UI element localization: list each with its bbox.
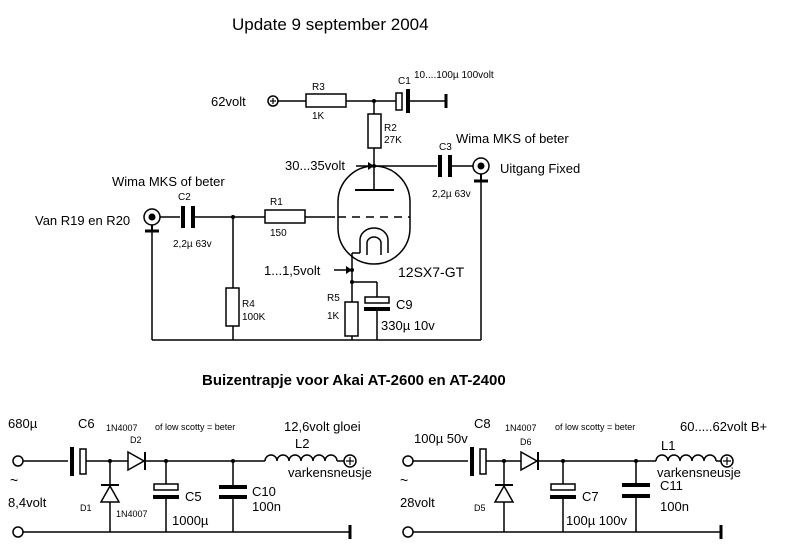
resistor-r5 <box>344 301 359 337</box>
supply-voltage-label: 62volt <box>211 94 246 109</box>
l2-note: varkensneusje <box>288 465 372 480</box>
ac-input-terminal-top-right <box>402 455 414 467</box>
output-terminal-right <box>720 454 734 468</box>
capacitor-c5 <box>153 483 179 499</box>
output-label: Uitgang Fixed <box>500 161 580 176</box>
resistor-r4 <box>225 287 240 327</box>
d1-type: 1N4007 <box>116 509 148 519</box>
d6-type: 1N4007 <box>505 423 537 433</box>
ac-symbol-right: ~ <box>400 472 408 488</box>
diode-d6 <box>520 450 539 472</box>
input-label: Van R19 en R20 <box>35 213 130 228</box>
input-note: Wima MKS of beter <box>112 174 225 189</box>
c10-name: C10 <box>252 484 276 499</box>
c10-value: 100n <box>252 499 281 514</box>
inductor-l1 <box>655 454 717 462</box>
tube-label: 12SX7-GT <box>398 264 465 280</box>
diode-d5 <box>493 484 515 503</box>
r3-value: 1K <box>312 111 325 122</box>
d5-name: D5 <box>474 503 486 513</box>
ac-symbol-left: ~ <box>10 472 18 488</box>
supply-terminal <box>267 95 279 107</box>
r4-value: 100K <box>242 312 266 323</box>
output-label-right: 60.....62volt B+ <box>680 419 767 434</box>
capacitor-c3 <box>438 155 452 177</box>
scotty-note-left: of low scotty = beter <box>155 422 235 432</box>
c5-value: 1000µ <box>172 513 209 528</box>
output-jack <box>472 157 490 183</box>
c8-name: C8 <box>474 416 491 431</box>
c6-value: 680µ <box>8 416 38 431</box>
c9-value: 330µ 10v <box>381 318 435 333</box>
c3-note: Wima MKS of beter <box>456 131 569 146</box>
c7-name: C7 <box>582 489 599 504</box>
c1-value: 10....100µ 100volt <box>414 70 494 81</box>
l1-name: L1 <box>661 438 675 453</box>
capacitor-c9 <box>364 296 390 311</box>
c1-name: C1 <box>398 76 411 87</box>
ac-input-terminal-top <box>12 455 24 467</box>
r1-name: R1 <box>270 197 283 208</box>
page-title: Update 9 september 2004 <box>232 15 429 34</box>
l1-note: varkensneusje <box>657 465 741 480</box>
anode-voltage-label: 30...35volt <box>285 158 345 173</box>
capacitor-c8 <box>470 447 487 476</box>
diode-d1 <box>99 484 121 503</box>
inductor-l2 <box>264 454 338 462</box>
input-voltage-right: 28volt <box>400 495 435 510</box>
r2-value: 27K <box>384 135 402 146</box>
capacitor-c2 <box>181 206 195 228</box>
capacitor-c11 <box>622 483 650 498</box>
c5-name: C5 <box>185 489 202 504</box>
c3-value: 2,2µ 63v <box>432 189 471 200</box>
r4-name: R4 <box>242 299 255 310</box>
c7-value: 100µ 100v <box>566 513 627 528</box>
output-label-left: 12,6volt gloei <box>284 419 361 434</box>
ac-input-terminal-bottom-right <box>402 526 414 538</box>
d1-name: D1 <box>80 503 92 513</box>
r5-name: R5 <box>327 293 340 304</box>
c2-name: C2 <box>178 192 191 203</box>
output-terminal-left <box>343 454 357 468</box>
psu-left-circuit: 680µ C6 1N4007 D2 of low scotty = beter … <box>8 416 372 539</box>
d6-name: D6 <box>520 437 532 447</box>
cathode-voltage-label: 1...1,5volt <box>264 263 321 278</box>
input-jack <box>143 208 161 233</box>
scotty-note-right: of low scotty = beter <box>555 422 635 432</box>
psu-right-circuit: 100µ 50v C8 1N4007 D6 of low scotty = be… <box>400 416 767 539</box>
d2-name: D2 <box>130 435 142 445</box>
c2-value: 2,2µ 63v <box>173 239 212 250</box>
input-voltage-left: 8,4volt <box>8 495 47 510</box>
c8-value: 100µ 50v <box>414 431 468 446</box>
section-title: Buizentrapje voor Akai AT-2600 en AT-240… <box>202 372 506 389</box>
d2-type: 1N4007 <box>106 423 138 433</box>
diode-d2 <box>127 450 146 472</box>
c9-name: C9 <box>396 297 413 312</box>
c6-name: C6 <box>78 416 95 431</box>
capacitor-c1 <box>395 89 410 113</box>
r2-name: R2 <box>384 123 397 134</box>
l2-name: L2 <box>295 436 309 451</box>
r3-name: R3 <box>312 82 325 93</box>
r1-value: 150 <box>270 228 287 239</box>
ac-input-terminal-bottom <box>12 526 24 538</box>
resistor-r1 <box>264 209 306 224</box>
c11-value: 100n <box>660 499 689 514</box>
c3-name: C3 <box>439 142 452 153</box>
c11-name: C11 <box>660 478 683 493</box>
resistor-r3 <box>305 93 347 108</box>
capacitor-c7 <box>550 483 576 499</box>
tube-amplifier-circuit: 62volt R3 1K C1 10....100µ 100volt R2 27… <box>35 70 580 341</box>
r5-value: 1K <box>327 311 340 322</box>
capacitor-c6 <box>70 447 87 476</box>
resistor-r2 <box>367 113 382 149</box>
capacitor-c10 <box>219 485 247 499</box>
